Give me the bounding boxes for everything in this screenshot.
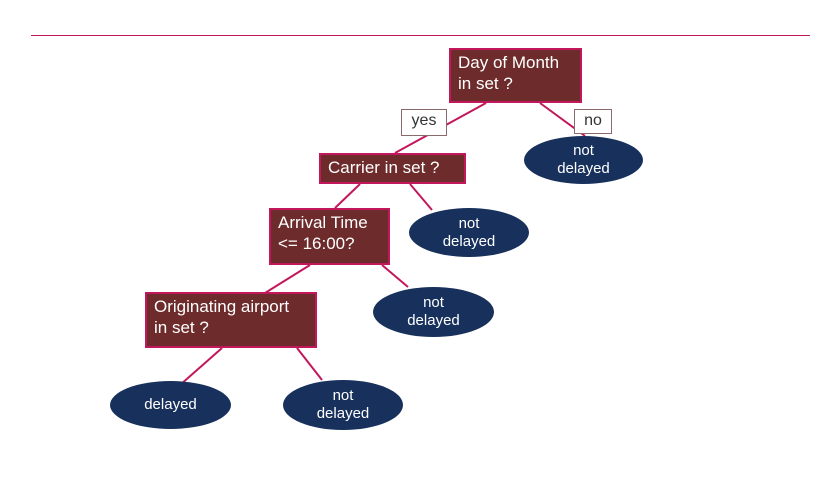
edge-origin-notdelayed (296, 347, 323, 381)
node-originating-airport: Originating airport in set ? (145, 292, 317, 348)
edge-arrival-notdelayed (381, 264, 409, 288)
leaf-arrival-not-delayed: not delayed (373, 287, 494, 337)
node-carrier: Carrier in set ? (319, 153, 466, 184)
edge-arrival-origin (264, 264, 311, 294)
leaf-origin-not-delayed-text: not delayed (316, 387, 370, 422)
node-originating-airport-line2: in set ? (154, 318, 209, 337)
leaf-root-not-delayed: not delayed (524, 136, 643, 184)
leaf-root-not-delayed-text: not delayed (557, 142, 610, 177)
node-day-of-month-line1: Day of Month (458, 53, 560, 72)
leaf-origin-delayed: delayed (110, 381, 231, 429)
leaf-origin-delayed-text: delayed (144, 396, 197, 413)
top-divider-rule (31, 35, 810, 36)
node-arrival-time: Arrival Time <= 16:00? (269, 208, 390, 265)
node-day-of-month-line2: in set ? (458, 74, 513, 93)
leaf-arrival-not-delayed-text: not delayed (407, 294, 460, 329)
node-originating-airport-line1: Originating airport (154, 297, 290, 316)
leaf-carrier-not-delayed-text: not delayed (442, 214, 496, 250)
edge-origin-delayed (179, 347, 223, 386)
edge-carrier-notdelayed (409, 183, 433, 211)
node-arrival-time-line2: <= 16:00? (278, 234, 355, 253)
branch-label-yes-text: yes (411, 112, 437, 129)
branch-label-no-text: no (584, 112, 602, 129)
node-day-of-month: Day of Month in set ? (449, 48, 582, 103)
leaf-origin-not-delayed: not delayed (283, 380, 403, 430)
branch-label-yes: yes (401, 109, 447, 136)
edge-carrier-arrival (334, 183, 361, 209)
branch-label-no: no (574, 109, 612, 134)
node-arrival-time-line1: Arrival Time (278, 213, 368, 232)
node-carrier-line1: Carrier in set ? (328, 158, 440, 177)
leaf-carrier-not-delayed: not delayed (409, 208, 529, 257)
